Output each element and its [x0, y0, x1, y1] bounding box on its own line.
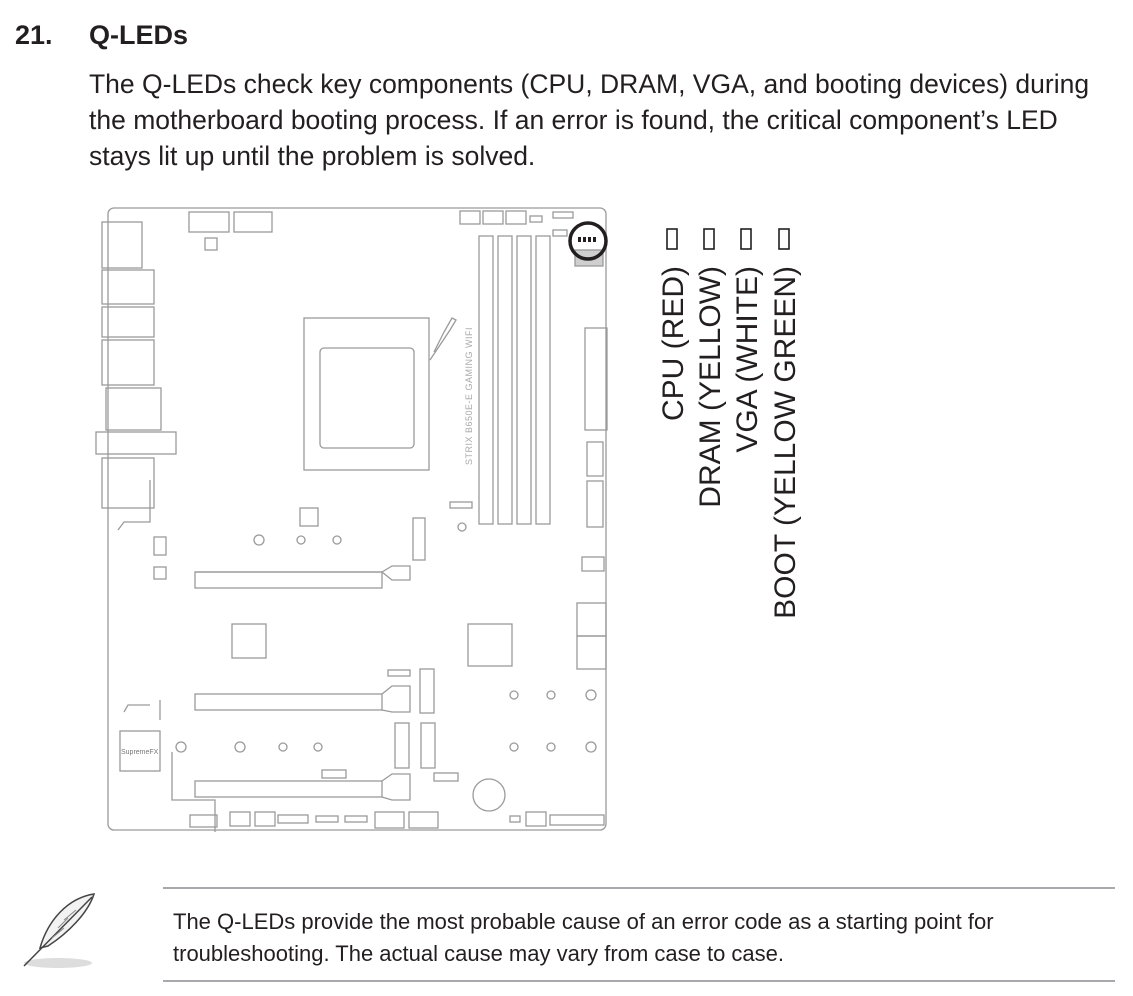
feather-pen-icon — [23, 893, 96, 968]
note-top-rule — [163, 887, 1115, 889]
section-title: Q-LEDs — [89, 20, 189, 50]
q-led-highlight-circle — [568, 221, 608, 261]
note-line: The Q-LEDs provide the most probable cau… — [173, 909, 994, 934]
note-bottom-rule — [163, 980, 1115, 982]
section-body: The Q-LEDs check key components (CPU, DR… — [89, 66, 1129, 174]
audio-chip-label: SupremeFX — [121, 749, 159, 756]
led-icon-vga — [740, 228, 752, 250]
led-label-boot: BOOT (YELLOW GREEN) — [769, 266, 802, 619]
led-label-cpu: CPU (RED) — [657, 266, 690, 421]
body-line: The Q-LEDs check key components (CPU, DR… — [89, 69, 1090, 99]
led-label-dram: DRAM (YELLOW) — [694, 266, 727, 508]
motherboard-diagram: STRIX B650E-E GAMING WIFI SupremeFX CPU … — [95, 207, 802, 832]
note-line: troubleshooting. The actual cause may va… — [173, 941, 785, 966]
board-model-label: STRIX B650E-E GAMING WIFI — [464, 327, 474, 465]
led-icon-cpu — [666, 228, 678, 250]
led-icon-dram — [703, 228, 715, 250]
section-number: 21. — [15, 20, 53, 50]
note-text: The Q-LEDs provide the most probable cau… — [173, 906, 994, 970]
board-outline — [107, 207, 607, 831]
body-line: stays lit up until the problem is solved… — [89, 141, 536, 171]
led-icon-boot — [778, 228, 790, 250]
led-label-vga: VGA (WHITE) — [731, 266, 764, 453]
body-line: the motherboard booting process. If an e… — [89, 105, 1058, 135]
